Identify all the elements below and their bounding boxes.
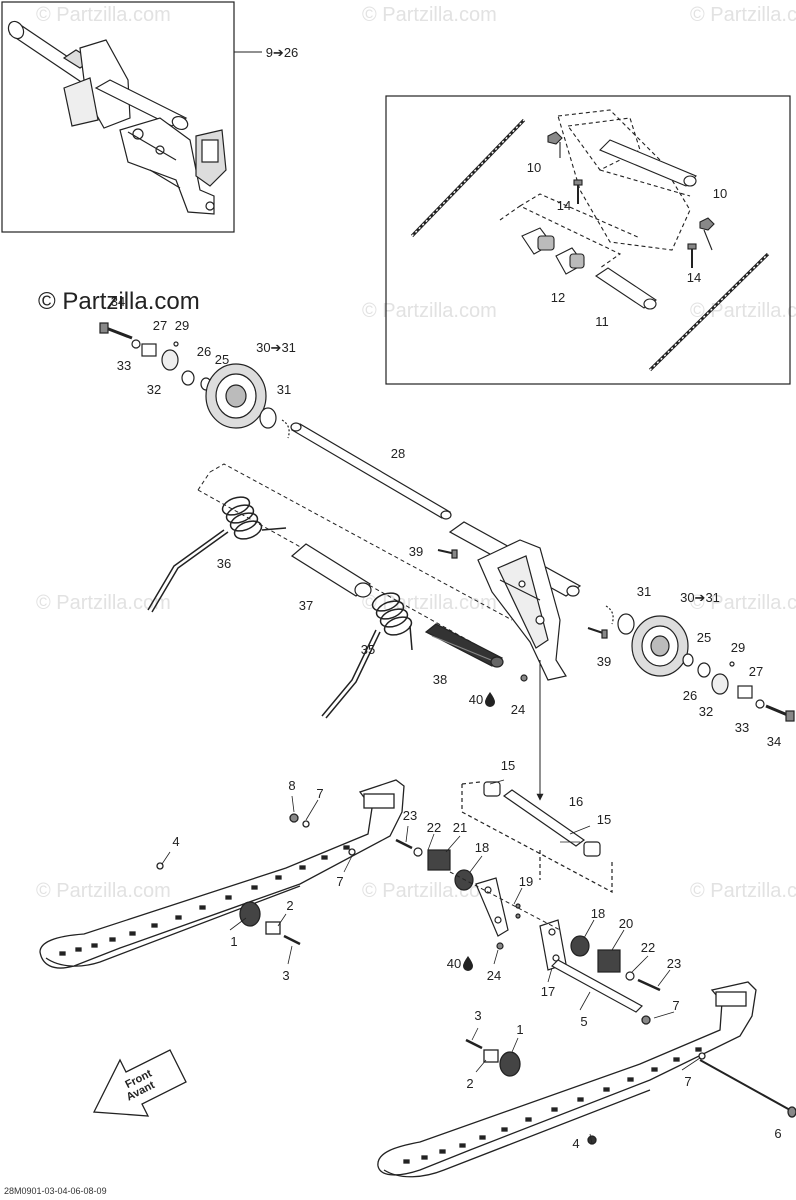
callout-15: 15 [597,812,611,827]
callout-15: 15 [501,758,515,773]
callout-23: 23 [667,956,681,971]
sleeve-37 [290,543,372,598]
callout-12: 12 [551,290,565,305]
callout-38: 38 [433,672,447,687]
upper-wheel-left [99,322,290,439]
shaft-envelope [197,463,513,649]
callout-10: 10 [713,186,727,201]
callout-32: 32 [699,704,713,719]
callout-30-31: 30➔31 [680,590,720,605]
oil-drop-icon [463,692,495,971]
callout-26: 26 [683,688,697,703]
callout-18: 18 [591,906,605,921]
callout-30-31: 30➔31 [256,340,296,355]
callout-31: 31 [277,382,291,397]
front-arm-assembly [7,20,227,215]
callout-39: 39 [409,544,423,559]
upper-wheel-right [617,613,795,722]
callout-19: 19 [519,874,533,889]
watermark-main: © Partzilla.com [38,288,200,315]
callout-7: 7 [672,998,679,1013]
callout-37: 37 [299,598,313,613]
callout-23: 23 [403,808,417,823]
callout-22: 22 [641,940,655,955]
callout-35: 35 [361,642,375,657]
callout-10: 10 [527,160,541,175]
callout-3: 3 [474,1008,481,1023]
callout-34: 34 [767,734,781,749]
callout-40: 40 [447,956,461,971]
callout-21: 21 [453,820,467,835]
callout-32: 32 [147,382,161,397]
watermark: © Partzilla.com [690,592,796,614]
center-links [395,781,661,1013]
watermark: © Partzilla.com [362,4,497,26]
watermark: © Partzilla.com [36,592,171,614]
slider-38 [424,623,504,668]
callout-16: 16 [569,794,583,809]
callout-36: 36 [217,556,231,571]
callout-27: 27 [153,318,167,333]
callout-14: 14 [557,198,571,213]
watermark: © Partzilla.com [36,880,171,902]
inset-frame-top-right [385,95,791,385]
callout-26: 26 [197,344,211,359]
callout-3: 3 [282,968,289,983]
front-arrow: Front Avant [92,1049,187,1117]
callout-14: 14 [687,270,701,285]
callout-7: 7 [684,1074,691,1089]
callout-6: 6 [774,1126,781,1141]
callout-25: 25 [215,352,229,367]
callout-31: 31 [637,584,651,599]
callout-11: 11 [595,314,609,329]
callout-20: 20 [619,916,633,931]
callout-5: 5 [580,1014,587,1029]
inset-frame-top-left [1,1,262,233]
upper-shaft-28 [290,422,452,520]
callout-29: 29 [731,640,745,655]
callout-2: 2 [466,1076,473,1091]
callout-inset-ref: 9➔26 [266,45,299,60]
slide-rail-left [39,779,405,969]
callout-40: 40 [469,692,483,707]
watermark: © Partzilla.com [36,4,171,26]
spring-35 [321,592,413,719]
callout-7: 7 [336,874,343,889]
callout-18: 18 [475,840,489,855]
callout-28: 28 [391,446,405,461]
watermark: © Partzilla.com [690,880,796,902]
callout-4: 4 [172,834,179,849]
callout-27: 27 [749,664,763,679]
callout-labels: 9➔26 10 10 14 14 12 11 34 27 29 33 26 25… [111,45,782,1151]
callout-33: 33 [735,720,749,735]
callout-1: 1 [516,1022,523,1037]
callout-39: 39 [597,654,611,669]
callout-25: 25 [697,630,711,645]
watermark: © Partzilla.com [362,300,497,322]
leader-lines [161,779,701,1145]
callout-1: 1 [230,934,237,949]
rear-arm-assembly [437,521,614,801]
callout-8: 8 [288,778,295,793]
shock-assembly-inset [410,109,770,372]
callout-24: 24 [511,702,525,717]
watermark: © Partzilla.com [690,4,796,26]
callout-29: 29 [175,318,189,333]
callout-2: 2 [286,898,293,913]
callout-17: 17 [541,984,555,999]
callout-24: 24 [487,968,501,983]
document-id: 28M0901-03-04-06-08-09 [4,1186,107,1196]
slide-rail-right [377,981,796,1178]
spring-36 [147,496,287,613]
callout-22: 22 [427,820,441,835]
callout-33: 33 [117,358,131,373]
callout-4: 4 [572,1136,579,1151]
callout-34: 34 [111,294,125,309]
watermark: © Partzilla.com [362,592,497,614]
callout-7: 7 [316,786,323,801]
